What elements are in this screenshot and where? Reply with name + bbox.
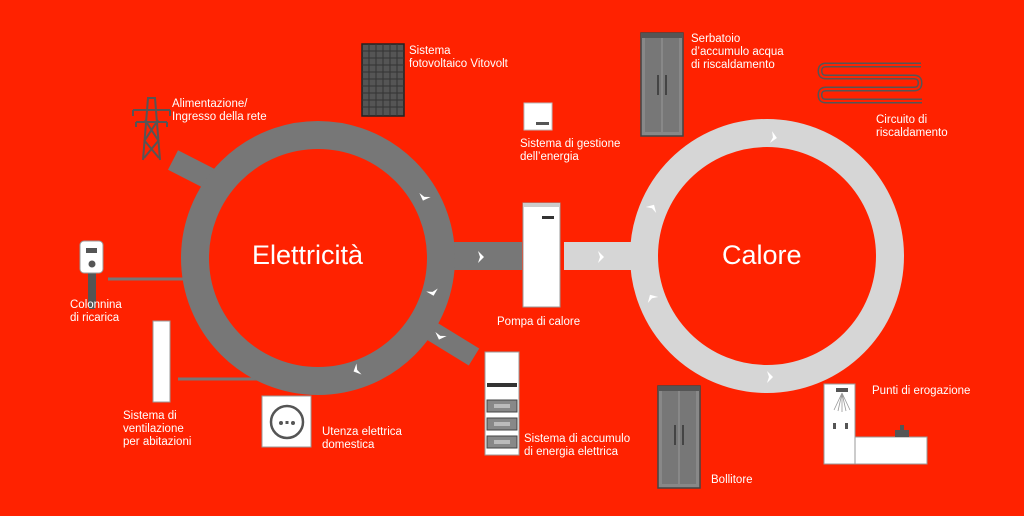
shower-bath-icon — [823, 383, 928, 465]
battery-storage-label: Sistema di accumulo di energia elettrica — [524, 433, 631, 458]
heat-hub-title: Calore — [722, 240, 802, 270]
tap-points-label: Punti di erogazione — [872, 385, 971, 397]
battery-storage-icon — [484, 351, 520, 456]
electricity-hub-title: Elettricità — [252, 240, 364, 270]
heating-circuit-label: Circuito di riscaldamento — [876, 114, 948, 139]
grid-label: Alimentazione/ Ingresso della rete — [172, 98, 267, 123]
flow-arrow-icon — [647, 294, 659, 303]
flow-arrow-icon — [598, 251, 604, 263]
flow-arrow-icon — [645, 204, 657, 213]
ventilation-label: Sistema di ventilazione per abitazioni — [123, 410, 192, 448]
ventilation-unit-icon — [152, 320, 171, 403]
flow-arrow-icon — [478, 251, 484, 263]
dhw-cylinder-icon — [657, 385, 701, 489]
solar-panel-icon — [361, 43, 405, 117]
flow-arrow-icon — [419, 192, 431, 201]
heating-coil-icon — [817, 62, 923, 104]
heat-pump-label: Pompa di calore — [497, 316, 581, 328]
energy-management-label: Sistema di gestione dell’energia — [520, 138, 621, 163]
power-pylon-icon — [132, 97, 171, 161]
flow-arrow-icon — [353, 363, 362, 375]
heat-pump-icon — [522, 202, 561, 308]
energy-manager-icon — [523, 102, 553, 131]
heat-ring — [630, 119, 904, 393]
flow-arrow-icon — [426, 288, 438, 296]
flow-arrow-icon — [769, 131, 777, 143]
power-socket-icon — [261, 395, 312, 448]
household-consumer-label: Utenza elettrica domestica — [322, 426, 402, 451]
flow-arrow-icon — [767, 371, 773, 383]
electricity-ring — [181, 121, 455, 395]
photovoltaic-label: Sistema fotovoltaico Vitovolt — [409, 45, 508, 70]
charging-station-label: Colonnina di ricarica — [70, 299, 122, 324]
heating-buffer-label: Serbatoio d’accumulo acqua di riscaldame… — [691, 33, 784, 71]
buffer-tank-icon — [640, 32, 684, 137]
charging-station-icon — [79, 240, 104, 309]
flow-arrow-icon — [435, 331, 447, 340]
dhw-cylinder-label: Bollitore — [711, 474, 753, 486]
